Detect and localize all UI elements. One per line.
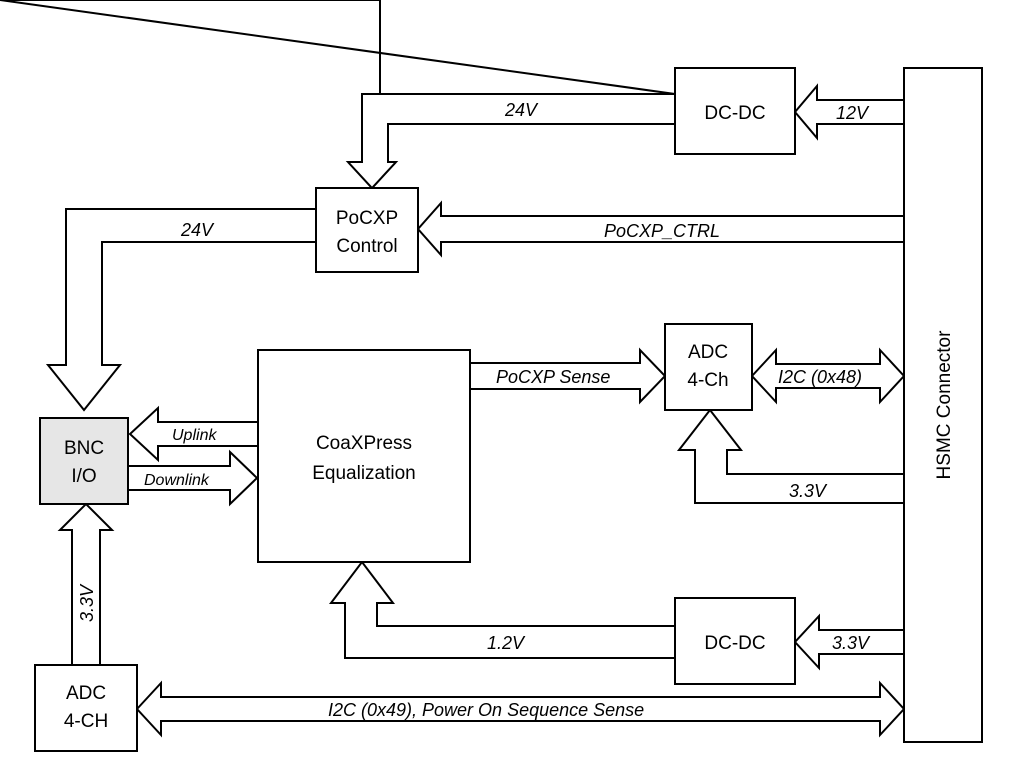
label-pocxp-sense: PoCXP Sense	[496, 367, 610, 387]
label-uplink: Uplink	[172, 427, 217, 444]
coaxpress-label-2: Equalization	[312, 463, 416, 484]
pocxp-control-label-2: Control	[336, 236, 397, 257]
arrow-pocxp-ctrl	[416, 200, 905, 258]
label-3v3-dcdc: 3.3V	[832, 633, 871, 653]
label-3v3-vertical: 3.3V	[77, 583, 97, 622]
bnc-io-block	[39, 417, 129, 505]
arrow-3v3-vertical	[57, 502, 115, 666]
label-24v-top: 24V	[504, 100, 539, 120]
hsmc-connector-block	[903, 67, 983, 743]
bnc-io-label-1: BNC	[64, 438, 104, 459]
dcdc-bottom-block	[674, 597, 796, 685]
arrow-downlink	[127, 449, 259, 507]
hsmc-connector-label: HSMC Connector	[934, 330, 955, 480]
adc-right-label-1: ADC	[688, 342, 728, 363]
dcdc-top-label: DC-DC	[704, 103, 765, 124]
adc-bottom-label-1: ADC	[66, 683, 106, 704]
arrow-12v	[793, 83, 905, 141]
label-i2c-48: I2C (0x48)	[778, 367, 862, 387]
adc-right-block	[664, 323, 753, 411]
label-pocxp-ctrl: PoCXP_CTRL	[604, 221, 720, 241]
label-24v-left: 24V	[180, 220, 215, 240]
label-1v2: 1.2V	[487, 633, 526, 653]
arrow-uplink	[128, 405, 259, 463]
dcdc-bottom-label: DC-DC	[704, 633, 765, 654]
pocxp-control-block	[315, 187, 419, 273]
label-downlink: Downlink	[144, 472, 210, 489]
bnc-io-label-2: I/O	[71, 466, 96, 487]
arrow-1v2	[328, 560, 676, 659]
dcdc-top-block	[674, 67, 796, 155]
adc-bottom-block	[34, 664, 138, 752]
arrow-3v3-adc	[676, 408, 905, 504]
arrow-pocxp-sense	[469, 347, 667, 405]
pocxp-control-label-1: PoCXP	[336, 208, 398, 229]
arrow-24v-left	[45, 208, 317, 412]
label-i2c-49: I2C (0x49), Power On Sequence Sense	[328, 700, 644, 720]
label-3v3-adc: 3.3V	[789, 481, 828, 501]
arrow-3v3-dcdc	[793, 613, 905, 671]
adc-bottom-label-2: 4-CH	[64, 711, 108, 732]
label-12v: 12V	[836, 103, 870, 123]
coaxpress-block	[257, 349, 471, 563]
adc-right-label-2: 4-Ch	[687, 370, 728, 391]
arrow-24v-top-body	[345, 93, 676, 190]
coaxpress-label-1: CoaXPress	[316, 433, 412, 454]
